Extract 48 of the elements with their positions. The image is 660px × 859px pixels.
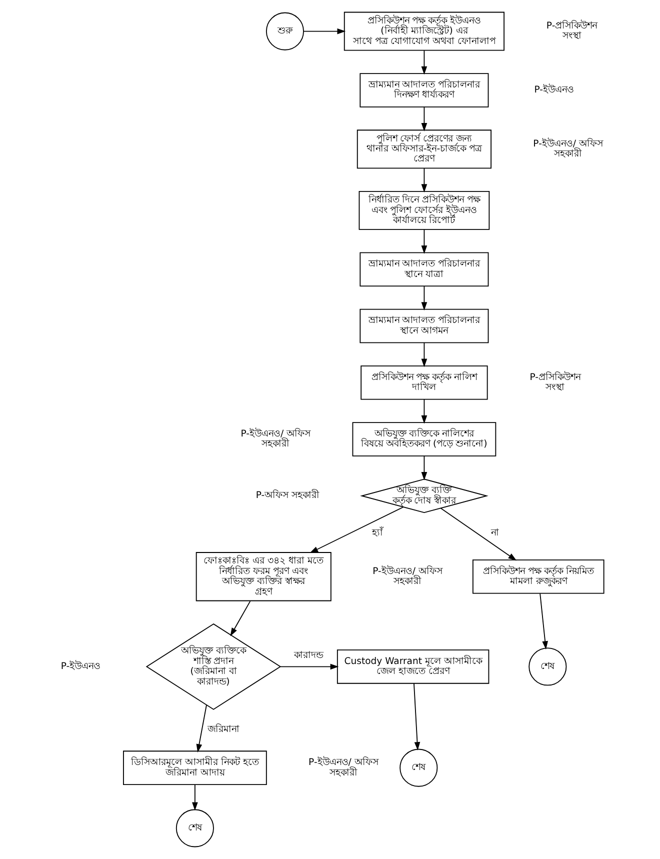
arrow [421, 398, 428, 424]
arrow [421, 168, 428, 192]
label: P-ইউএনও/ অফিস সহকারী [240, 428, 311, 450]
node-diamond: অভিযুক্ত ব্যক্তিকে শাস্তি প্রদান (জরিমানা বা কারাদন্ড) [146, 623, 282, 710]
node-box: পুলিশ ফোর্স প্রেরণের জন্য থানার অফিসার-ইন-চার্জকে পত্র প্রেরণ [356, 130, 492, 169]
arrow [540, 593, 548, 650]
node-diamond: অভিযুক্ত ব্যক্তি কর্তৃক দোষ স্বীকার [360, 478, 488, 514]
arrow [421, 50, 428, 75]
arrow [310, 506, 404, 554]
node-box: ভ্রাম্যমান আদালত পরিচালনার দিনক্ষণ ধার্য্যকরণ [360, 73, 489, 108]
arrow [192, 784, 198, 811]
arrow [414, 683, 420, 750]
label: P-প্রসিকিউশন সংস্থা [546, 20, 598, 42]
label: P-ইউএনও [534, 84, 574, 96]
label: P-প্রসিকিউশন সংস্থা [530, 372, 580, 394]
edge-label: জরিমানা [207, 724, 240, 736]
node-box: প্রসিকিউশন পক্ষ কর্তৃক নালিশ দাখিল [360, 365, 488, 400]
node-circle: শেষ [400, 748, 438, 787]
label: P-ইউএনও/ অফিস সহকারী [533, 138, 603, 160]
node-box: অভিযুক্ত ব্যক্তিকে নালিশের বিষয়ে অবহিতকরণ (পড়ে শুনানো) [352, 422, 496, 456]
label: P-অফিস সহকারী [256, 490, 320, 502]
arrow [280, 664, 339, 670]
arrow [230, 600, 251, 636]
node-box: ভ্রাম্যমান আদালত পরিচালনার স্থানে যাত্রা [360, 252, 489, 287]
node-box: নির্ধারিত দিনে প্রসিকিউশন পক্ষ এবং পুলিশ ফোর্সের ইউএনও কার্যালয়ে রিপোর্ট [358, 190, 490, 230]
label: P-ইউএনও/ অফিস সহকারী [372, 566, 442, 588]
arrow [303, 28, 346, 34]
arrow [421, 106, 428, 132]
node-box: ডিসিআরমূলে আসামীর নিকট হতে জরিমানা আদায় [123, 750, 267, 785]
node-box: ফোঃকাঃবিঃ এর ৩৪২ ধারা মতে নির্ধারিত ফরম পূরণ এবং অভিযুক্ত ব্যক্তির স্বাক্ষর গ্রহণ [196, 552, 332, 602]
arrow [440, 508, 517, 561]
arrow [196, 704, 207, 753]
node-circle: শেষ [528, 648, 567, 686]
label: P-ইউএনও/ অফিস সহকারী [308, 757, 378, 778]
arrow [421, 342, 428, 368]
arrow [421, 286, 428, 310]
node-box: Custody Warrant মূলে আসামীকে জেল হাজতে প্রেরণ [336, 649, 490, 684]
edge-label: না [491, 527, 500, 538]
node-box: ভ্রাম্যমান আদালত পরিচালনার স্থানে আগমন [360, 308, 489, 344]
label: P-ইউএনও [60, 660, 101, 672]
node-circle: শুরু [266, 12, 304, 50]
arrow [421, 456, 428, 480]
arrow [421, 229, 428, 254]
node-box: প্রসিকিউশন পক্ষ কর্তৃক নিয়মিত মামলা রুজুকরণ [472, 559, 604, 594]
node-box: প্রসিকিউশন পক্ষ কর্তৃক ইউএনও (নির্বাহী ম্যাজিস্ট্রেট) এর সাথে পত্র যোগাযোগ অথবা ফোনালাপ [344, 12, 504, 51]
edge-label: কারাদন্ড [294, 650, 324, 661]
node-circle: শেষ [176, 809, 214, 848]
edge-label: হ্যাঁ [372, 527, 384, 538]
